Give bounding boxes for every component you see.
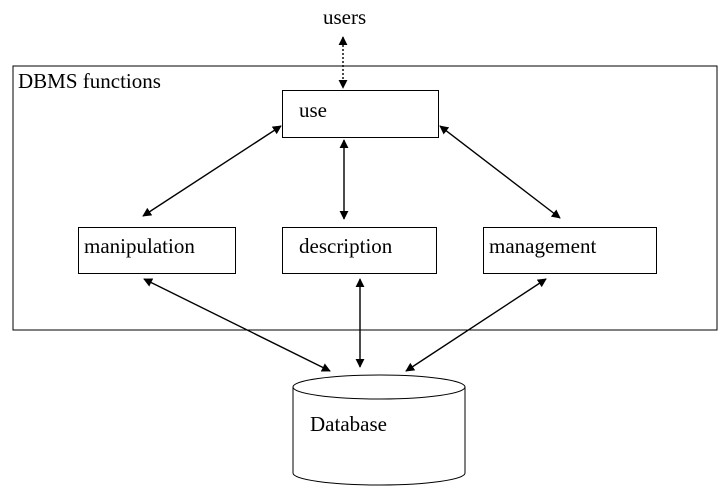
container-title: DBMS functions <box>18 69 161 93</box>
database-cylinder <box>292 374 466 486</box>
manipulation-label: manipulation <box>84 234 195 258</box>
use-management-connector <box>439 125 561 219</box>
management-label: management <box>489 234 597 258</box>
manipulation-box: manipulation <box>78 227 236 274</box>
management-box: management <box>483 227 657 274</box>
dbms-functions-container <box>12 65 718 331</box>
users-label: users <box>323 5 367 29</box>
use-manipulation-connector <box>142 125 282 217</box>
management-database-connector <box>405 278 547 372</box>
use-label: use <box>299 98 327 122</box>
manipulation-database-connector <box>143 278 331 372</box>
database-label: Database <box>310 412 387 436</box>
description-box: description <box>282 227 437 274</box>
use-box: use <box>282 90 439 138</box>
description-label: description <box>299 234 393 258</box>
